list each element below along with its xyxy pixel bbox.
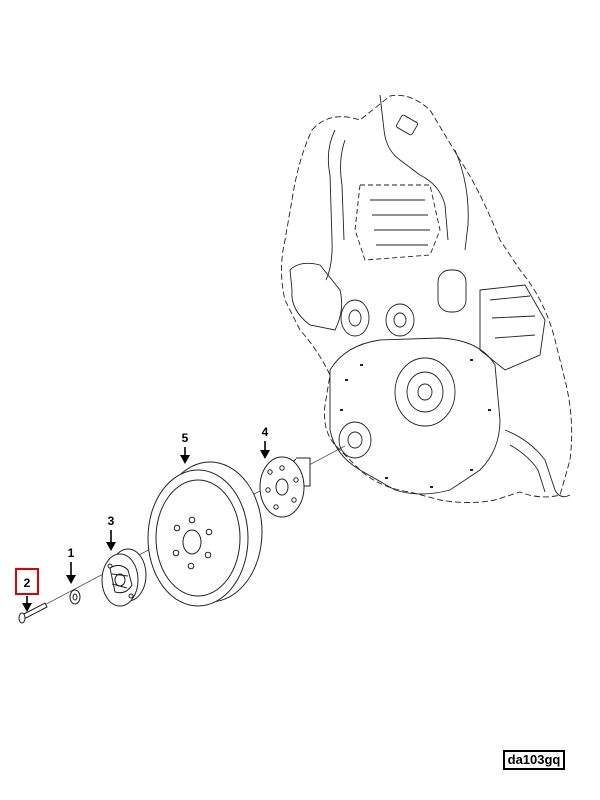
engine-pipe-d: [454, 149, 469, 251]
part-5-vibration-damper: [147, 461, 263, 607]
engine-right-pump-detail: [489, 295, 536, 339]
part-4-crankshaft-hub: [259, 456, 311, 518]
callout-2-label: 2: [24, 576, 31, 590]
engine-front-seal: [338, 421, 372, 459]
callout-5-label: 5: [182, 431, 189, 445]
part-1-washer: [69, 589, 81, 605]
callout-3-label: 3: [108, 514, 115, 528]
engine-crank-gear-hub: [417, 383, 433, 401]
callout-2-highlight-box: [15, 568, 39, 595]
engine-housing-outline: [281, 94, 573, 503]
engine-front-cover: [329, 337, 501, 495]
engine-block-upper: [354, 184, 441, 261]
engine-right-pump: [479, 284, 546, 371]
callout-5-arrow-head: [180, 455, 190, 464]
engine-crank-gear-inner: [406, 371, 444, 413]
engine-pulley-mid: [385, 303, 415, 337]
callout-1-label: 1: [68, 546, 75, 560]
engine-crank-gear-outer: [394, 357, 456, 427]
engine-block-grid: [370, 199, 430, 246]
part-2-bolt: [18, 602, 48, 624]
engine-front-seal-hub: [347, 431, 363, 449]
part-3-adapter-flange: [101, 548, 147, 607]
engine-pulley-left-hub: [348, 309, 362, 327]
engine-cover-bolts: [340, 359, 491, 488]
engine-pulley-left: [340, 299, 370, 337]
callout-4-label: 4: [262, 425, 269, 439]
callout-4-arrow-head: [260, 450, 270, 459]
callout-4: 4: [260, 425, 270, 459]
engine-pipe-a: [379, 94, 449, 241]
callout-2-arrow-head: [22, 603, 32, 612]
engine-pipe-b: [325, 129, 336, 281]
engine-filter: [437, 269, 467, 313]
engine-lower-pipe-2: [509, 444, 546, 493]
engine-sensor-block: [395, 114, 419, 136]
callout-1: 1: [66, 546, 76, 584]
callout-2[interactable]: 2: [15, 568, 39, 612]
engine-pipe-c: [340, 139, 346, 241]
engine-pulley-mid-hub: [393, 312, 407, 328]
callout-3-arrow-head: [106, 542, 116, 551]
engine-assembly: [281, 94, 573, 503]
diagram-reference-code: da103gq: [503, 750, 565, 770]
callout-3: 3: [106, 514, 116, 551]
callout-1-arrow-head: [66, 575, 76, 584]
callout-5: 5: [180, 431, 190, 464]
engine-lower-pipe: [504, 429, 571, 498]
engine-mount-left: [289, 262, 343, 331]
